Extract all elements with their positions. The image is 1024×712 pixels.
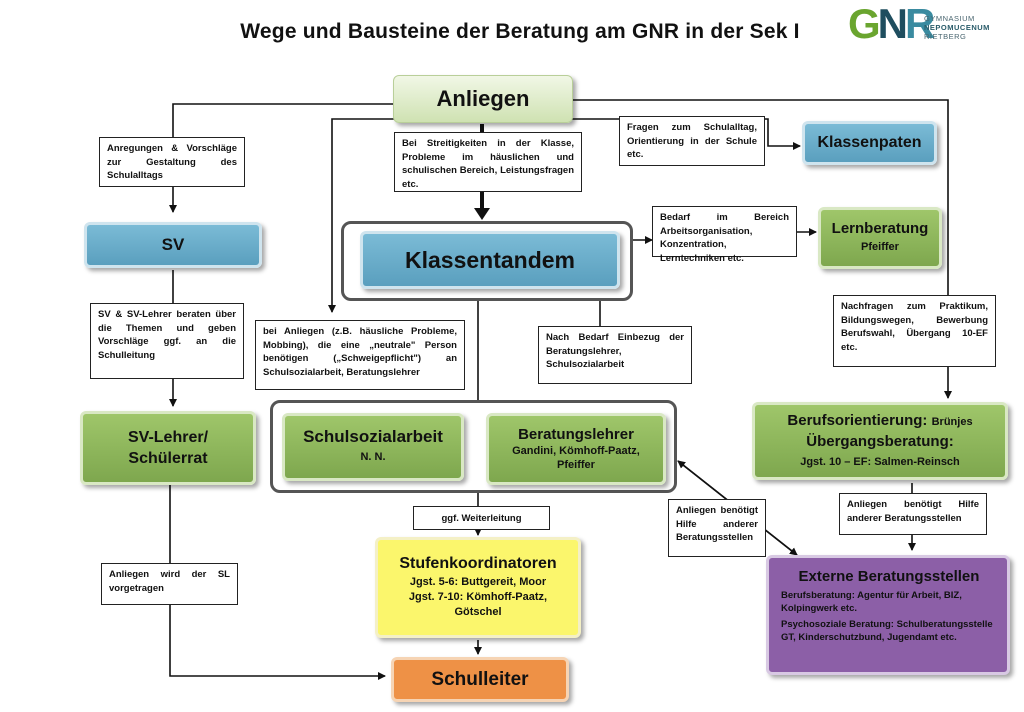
- externe-line-2: Psychosoziale Beratung: Schulberatungsst…: [781, 619, 993, 643]
- stufen-line-1: Jgst. 5-6: Buttgereit, Moor: [409, 576, 547, 588]
- note-weiterleitung: ggf. Weiterleitung: [413, 506, 550, 530]
- lernberatung-box[interactable]: Lernberatung Pfeiffer: [818, 207, 942, 269]
- stufenkoordinatoren-box[interactable]: Stufenkoordinatoren Jgst. 5-6: Buttgerei…: [375, 537, 581, 638]
- berufsorientierung-title: Berufsorientierung:: [787, 411, 928, 429]
- note-neutrale-person: bei Anliegen (z.B. häusliche Probleme, M…: [255, 320, 465, 390]
- note-nachfragen-praktikum: Nachfragen zum Praktikum, Bildungswegen,…: [833, 295, 996, 367]
- logo-text: GYMNASIUM NEPOMUCENUM RIETBERG: [924, 14, 990, 41]
- note-anregungen: Anregungen & Vorschläge zur Gestaltung d…: [99, 137, 245, 187]
- lernberatung-label: Lernberatung: [831, 220, 929, 237]
- anliegen-label: Anliegen: [436, 86, 530, 111]
- externe-beratungsstellen-box[interactable]: Externe Beratungsstellen Berufsberatung:…: [766, 555, 1010, 675]
- logo-line-2: NEPOMUCENUM: [924, 23, 990, 32]
- uebergangsberatung-label: Übergangsberatung:: [806, 432, 954, 450]
- note-streitigkeiten: Bei Streitigkeiten in der Klasse, Proble…: [394, 132, 582, 192]
- klassentandem-box[interactable]: Klassentandem: [360, 231, 620, 289]
- logo-line-3: RIETBERG: [924, 32, 967, 41]
- logo-letters: GNR: [848, 0, 935, 47]
- note-sl-vorgetragen: Anliegen wird der SL vorgetragen: [101, 563, 238, 605]
- sv-label: SV: [161, 235, 185, 254]
- beratungslehrer-box[interactable]: Beratungslehrer Gandini, Kömhoff-Paatz, …: [486, 413, 666, 485]
- klassenpaten-label: Klassenpaten: [817, 134, 922, 151]
- schulleiter-box[interactable]: Schulleiter: [391, 657, 569, 702]
- beratungslehrer-label: Beratungslehrer: [518, 426, 634, 443]
- line-anliegen-schulsozialarbeit: [328, 118, 400, 313]
- line-svlehrer-schulleiter: [169, 485, 386, 680]
- note-fragen-schulalltag: Fragen zum Schulalltag, Orientierung in …: [619, 116, 765, 166]
- externe-label: Externe Beratungsstellen: [798, 568, 980, 585]
- berufsorientierung-name: Brünjes: [931, 415, 973, 428]
- stufen-line-2: Jgst. 7-10: Kömhoff-Paatz, Götschel: [408, 591, 548, 618]
- anliegen-box[interactable]: Anliegen: [393, 75, 573, 123]
- berufsorientierung-box[interactable]: Berufsorientierung: Brünjes Übergangsber…: [752, 402, 1008, 480]
- sv-lehrer-box[interactable]: SV-Lehrer/ Schülerrat: [80, 411, 256, 485]
- note-sv-lehrer-beraten: SV & SV-Lehrer beraten über die Themen u…: [90, 303, 244, 379]
- schulsozialarbeit-name: N. N.: [360, 451, 386, 463]
- klassenpaten-box[interactable]: Klassenpaten: [802, 121, 937, 165]
- sv-box[interactable]: SV: [84, 222, 262, 268]
- note-nach-bedarf: Nach Bedarf Einbezug der Beratungslehrer…: [538, 326, 692, 384]
- lernberatung-name: Pfeiffer: [861, 241, 899, 253]
- berufsorientierung-detail: Jgst. 10 – EF: Salmen-Reinsch: [800, 455, 960, 468]
- note-hilfe-andere-1: Anliegen benötigt Hilfe anderer Beratung…: [668, 499, 766, 557]
- externe-line-1: Berufsberatung: Agentur für Arbeit, BIZ,…: [781, 590, 962, 614]
- schulleiter-label: Schulleiter: [431, 668, 529, 690]
- schulsozialarbeit-label: Schulsozialarbeit: [303, 427, 443, 446]
- klassentandem-label: Klassentandem: [404, 246, 575, 273]
- note-hilfe-andere-2: Anliegen benötigt Hilfe anderer Beratung…: [839, 493, 987, 535]
- page-title: Wege und Bausteine der Beratung am GNR i…: [240, 20, 800, 43]
- berufsorientierung-title-row: Berufsorientierung: Brünjes: [787, 411, 972, 432]
- note-bedarf-arbeit: Bedarf im Bereich Arbeitsorganisation, K…: [652, 206, 797, 264]
- schulsozialarbeit-box[interactable]: Schulsozialarbeit N. N.: [282, 413, 464, 481]
- sv-lehrer-label: SV-Lehrer/ Schülerrat: [127, 429, 209, 467]
- stufenkoordinatoren-label: Stufenkoordinatoren: [399, 555, 557, 572]
- school-logo: GNR GYMNASIUM NEPOMUCENUM RIETBERG: [848, 0, 994, 48]
- beratungslehrer-names: Gandini, Kömhoff-Paatz, Pfeiffer: [512, 445, 640, 471]
- logo-line-1: GYMNASIUM: [924, 14, 975, 23]
